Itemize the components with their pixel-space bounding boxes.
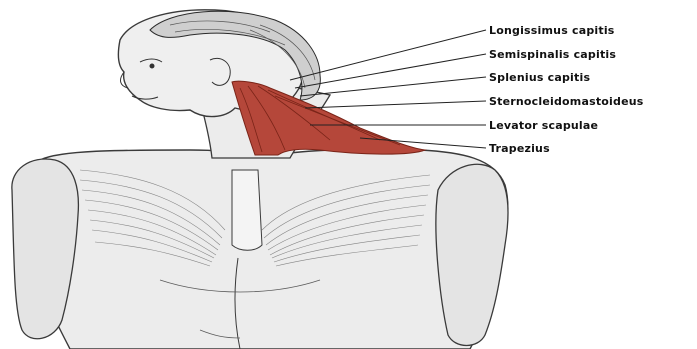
label-levator-scapulae: Levator scapulae — [489, 119, 598, 132]
label-sternocleidomastoideus: Sternocleidomastoideus — [489, 95, 644, 108]
label-trapezius: Trapezius — [489, 142, 550, 155]
label-longissimus-capitis: Longissimus capitis — [489, 24, 615, 37]
label-splenius-capitis: Splenius capitis — [489, 71, 590, 84]
label-semispinalis-capitis: Semispinalis capitis — [489, 48, 616, 61]
torso — [23, 149, 508, 349]
